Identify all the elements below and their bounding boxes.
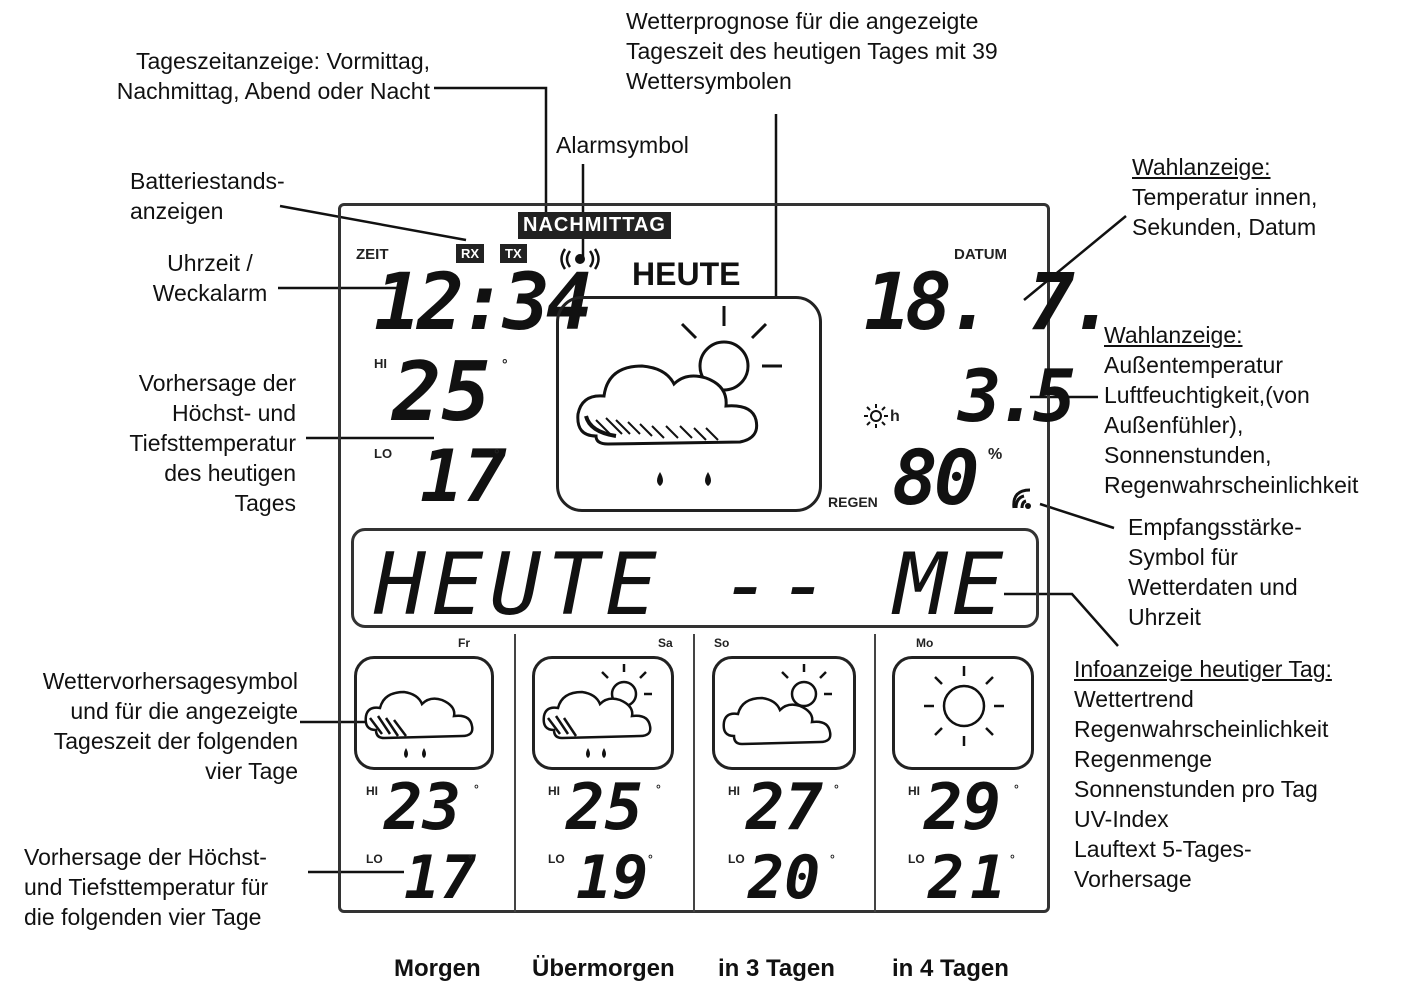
forecast-day-4-hi-degree: ° bbox=[1014, 782, 1019, 796]
forecast-day-3-lo-degree: ° bbox=[830, 852, 835, 866]
forecast-day-4-lo-degree: ° bbox=[1010, 852, 1015, 866]
annotation-info: Infoanzeige heutiger Tag: Wettertrend Re… bbox=[1074, 656, 1332, 892]
forecast-day-2-lo: 19 bbox=[576, 843, 649, 913]
annotation-empfang: Empfangsstärke- Symbol für Wetterdaten u… bbox=[1128, 514, 1302, 630]
rain-probability: 80 bbox=[892, 433, 979, 522]
cloud-rain-icon bbox=[364, 690, 474, 758]
forecast-day-1-hi-label: HI bbox=[366, 784, 378, 798]
tx-battery-indicator: TX bbox=[500, 244, 527, 263]
sun-icon bbox=[924, 666, 1004, 746]
forecast-day-2-hi-degree: ° bbox=[656, 782, 661, 796]
forecast-day-1-symbol-frame bbox=[354, 656, 494, 770]
sun-cloud-rain-icon bbox=[542, 664, 652, 758]
forecast-day-4-lo: 21 bbox=[928, 843, 1013, 913]
forecast-day-4-symbol-frame bbox=[892, 656, 1034, 770]
label-in-4-tagen: in 4 Tagen bbox=[892, 955, 1009, 982]
forecast-day-1-name: Fr bbox=[458, 636, 470, 650]
forecast-day-2-lo-degree: ° bbox=[648, 852, 653, 866]
forecast-day-4-hi-label: HI bbox=[908, 784, 920, 798]
forecast-day-1-lo: 17 bbox=[404, 843, 477, 913]
forecast-day-4-hi: 29 bbox=[924, 771, 1002, 845]
percent-sign: % bbox=[988, 446, 1003, 463]
annotation-wahl2: Wahlanzeige: Außentemperatur Luftfeuchti… bbox=[1104, 322, 1359, 498]
lo-temp-today: 17 bbox=[420, 434, 507, 518]
forecast-day-2-lo-label: LO bbox=[548, 852, 565, 866]
annotation-wahl1: Wahlanzeige: Temperatur innen, Sekunden,… bbox=[1132, 154, 1318, 240]
annotation-alarm: Alarmsymbol bbox=[556, 132, 689, 158]
forecast-day-4-lo-label: LO bbox=[908, 852, 925, 866]
forecast-day-2-name: Sa bbox=[658, 636, 673, 650]
alarm-icon bbox=[560, 248, 600, 270]
forecast-day-1-lo-label: LO bbox=[366, 852, 383, 866]
sun-hours-label: h bbox=[890, 408, 900, 425]
forecast-day-3-hi-label: HI bbox=[728, 784, 740, 798]
degree-hi-today: ° bbox=[502, 356, 508, 372]
forecast-day-2-symbol-frame bbox=[532, 656, 674, 770]
lo-label-today: LO bbox=[374, 446, 393, 461]
label-morgen: Morgen bbox=[394, 955, 481, 982]
forecast-day-2-hi: 25 bbox=[566, 771, 644, 845]
annotation-tageszeit: Tageszeitanzeige: Vormittag, Nachmittag,… bbox=[116, 48, 430, 104]
annotation-uhrzeit: Uhrzeit / Weckalarm bbox=[152, 250, 268, 306]
sun-small-icon bbox=[864, 404, 888, 428]
date-display: 18. 7. bbox=[864, 258, 1116, 348]
regen-label: REGEN bbox=[828, 494, 878, 510]
forecast-day-3-name: So bbox=[714, 636, 730, 650]
sun-cloud-rain-icon bbox=[576, 306, 782, 486]
annotation-batterie: Batteriestands- anzeigen bbox=[130, 168, 285, 224]
hi-label-today: HI bbox=[374, 356, 387, 371]
forecast-day-3-lo-label: LO bbox=[728, 852, 745, 866]
rx-battery-indicator: RX bbox=[456, 244, 485, 263]
tageszeit-badge: NACHMITTAG bbox=[518, 212, 671, 239]
datum-label: DATUM bbox=[954, 246, 1008, 263]
forecast-day-3-hi-degree: ° bbox=[834, 782, 839, 796]
degree-lo-today: ° bbox=[494, 446, 500, 462]
zeit-label: ZEIT bbox=[356, 246, 389, 263]
info-ticker-frame: HEUTE -- ME bbox=[351, 528, 1039, 635]
annotation-symbol-folgetage: Wettervorhersagesymbol und für die angez… bbox=[42, 668, 298, 784]
annotation-vorhersage-heute: Vorhersage der Höchst- und Tiefsttempera… bbox=[129, 370, 296, 516]
forecast-day-3-symbol-frame bbox=[712, 656, 856, 770]
outdoor-value: 3.5 bbox=[958, 354, 1076, 438]
forecast-day-2-hi-label: HI bbox=[548, 784, 560, 798]
forecast-day-3-hi: 27 bbox=[746, 771, 824, 845]
annotation-temp-folgetage: Vorhersage der Höchst- und Tiefsttempera… bbox=[24, 844, 269, 930]
forecast-day-4-name: Mo bbox=[916, 636, 934, 650]
forecast-day-1-hi-degree: ° bbox=[474, 782, 479, 796]
forecast-day-1-lo-degree: ° bbox=[468, 852, 473, 866]
hi-temp-today: 25 bbox=[392, 345, 491, 440]
signal-strength-icon bbox=[1012, 488, 1031, 509]
label-uebermorgen: Übermorgen bbox=[532, 955, 675, 982]
info-ticker-text: HEUTE -- ME bbox=[374, 535, 1010, 635]
forecast-day-3-lo: 20 bbox=[748, 843, 821, 913]
label-in-3-tagen: in 3 Tagen bbox=[718, 955, 835, 982]
today-weather-symbol-frame bbox=[556, 296, 822, 512]
heute-label: HEUTE bbox=[632, 256, 741, 292]
forecast-day-1-hi: 23 bbox=[384, 771, 462, 845]
annotation-wetterprognose: Wetterprognose für die angezeigte Tagesz… bbox=[626, 8, 998, 94]
sun-cloud-icon bbox=[722, 664, 832, 746]
